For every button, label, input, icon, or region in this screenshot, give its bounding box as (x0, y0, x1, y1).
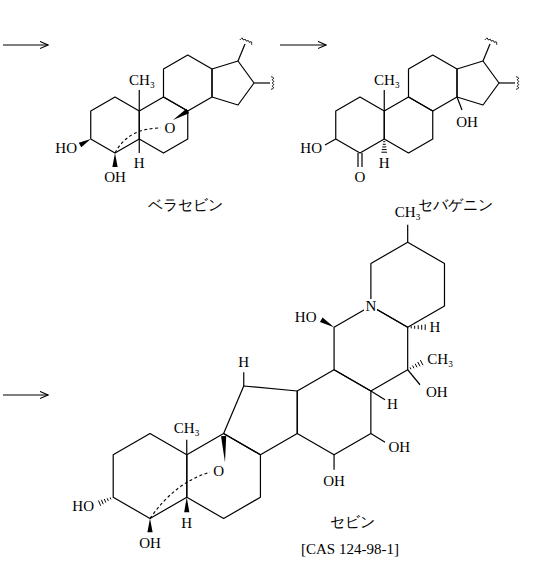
single-bond (371, 391, 385, 400)
atom-label: H (386, 397, 399, 412)
single-bond (238, 44, 245, 61)
atom-label: H (429, 320, 442, 335)
compound-name: ベラセビン (147, 198, 224, 213)
atom-label: HO (71, 499, 95, 514)
atom-label: O (354, 170, 367, 185)
ring-bond (409, 55, 457, 111)
single-bond (333, 455, 334, 470)
wedge-bond (112, 153, 117, 167)
atom-label: HO (299, 141, 323, 156)
truncation-mark (240, 38, 252, 45)
double-bond (357, 153, 358, 167)
hashed-bond (425, 324, 426, 330)
atom-label: OH (103, 170, 127, 185)
atom-label: OH (138, 536, 162, 551)
hashed-bond (104, 499, 106, 503)
ring-bond (91, 97, 139, 153)
ring-bond (457, 61, 499, 105)
hashed-bond (410, 367, 412, 369)
truncation-mark (485, 38, 497, 45)
hashed-bond (98, 501, 100, 506)
wedge-bond (320, 318, 334, 328)
truncation-mark (516, 77, 519, 90)
wedge-bond (173, 109, 189, 120)
wedge-bond (147, 519, 152, 533)
reaction-arrow (3, 394, 48, 395)
compound-name: セビン (329, 515, 376, 530)
hashed-bond (413, 366, 414, 369)
atom-label: HO (294, 310, 318, 325)
single-bond (254, 82, 270, 83)
ring-bond (384, 97, 432, 153)
wedge-bond (79, 139, 91, 147)
hashed-bond (418, 362, 420, 366)
single-bond (499, 82, 515, 83)
atom-label: CH₃ (394, 205, 422, 220)
hashed-bond (383, 144, 386, 145)
atom-label: H (378, 156, 391, 171)
atom-label: CH₃ (426, 352, 454, 367)
hashed-bond (381, 152, 387, 153)
ring-bond (187, 434, 261, 519)
single-bond (407, 225, 408, 243)
single-bond (325, 139, 336, 145)
atom-label: H (237, 355, 250, 370)
ether-bridge (150, 472, 210, 518)
hashed-bond (418, 325, 419, 329)
hashed-bond (411, 326, 412, 328)
ether-bridge (115, 128, 161, 153)
single-bond (371, 434, 385, 443)
atom-label: O (212, 464, 225, 479)
ring-bond (212, 61, 254, 105)
atom-label: CH₃ (128, 73, 156, 88)
atom-label: CH₃ (373, 73, 401, 88)
single-bond (483, 44, 490, 61)
reaction-arrow (3, 44, 48, 45)
ring-bond (371, 242, 445, 327)
ring-bond (334, 306, 408, 391)
ring-bond (113, 434, 187, 519)
single-bond (384, 90, 385, 111)
atom-label: H (133, 156, 146, 171)
cas-number: [CAS 124-98-1] (300, 542, 400, 557)
single-bond (408, 370, 420, 385)
hashed-bond (107, 498, 108, 501)
ring-bond (139, 97, 187, 153)
reaction-arrow (280, 44, 326, 45)
hashed-bond (101, 500, 103, 504)
wedge-bond (184, 497, 189, 512)
atom-label: O (164, 121, 177, 136)
single-bond (139, 139, 140, 153)
hashed-bond (383, 141, 385, 142)
atom-label: CH₃ (173, 421, 201, 436)
atom-label: H (180, 516, 193, 531)
single-bond (243, 372, 244, 386)
hashed-bond (414, 326, 415, 329)
hashed-bond (420, 360, 423, 365)
double-bond (361, 153, 362, 167)
wedge-bond (221, 436, 226, 462)
atom-label: OH (455, 115, 479, 130)
hashed-bond (382, 149, 387, 150)
hashed-bond (415, 364, 417, 367)
atom-label: OH (425, 385, 449, 400)
single-bond (186, 440, 187, 455)
hashed-bond (382, 146, 386, 147)
hashed-bond (110, 497, 112, 499)
ring-bond (336, 97, 384, 153)
hashed-bond (421, 325, 422, 330)
ring-bond (164, 55, 212, 111)
atom-label: N (364, 299, 377, 314)
single-bond (139, 90, 140, 111)
single-bond (457, 97, 462, 110)
atom-label: HO (54, 141, 78, 156)
ring-bond (224, 386, 298, 455)
truncation-mark (271, 77, 274, 90)
compound-name: セバゲニン (417, 198, 494, 213)
atom-label: OH (388, 440, 412, 455)
atom-label: OH (322, 474, 346, 489)
ring-bond (297, 370, 371, 455)
